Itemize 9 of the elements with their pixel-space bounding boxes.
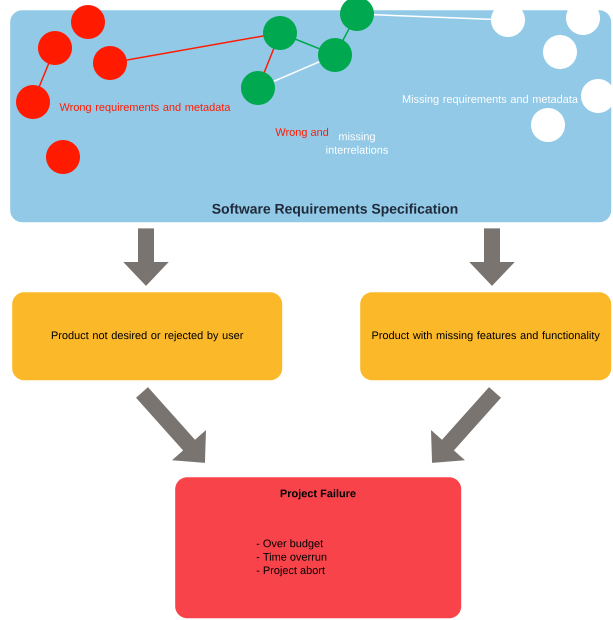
outcome-box: Product with missing features and functionality: [360, 292, 612, 380]
failure-box: Project Failure - Over budget - Time overrun - Project abort: [175, 477, 462, 618]
block-arrow: [431, 387, 501, 463]
annotation-text: Wrong and: [275, 128, 328, 138]
outcome-box: Product not desired or rejected by user: [12, 292, 282, 380]
panel-title: Software Requirements Specification: [212, 204, 458, 216]
annotation-text: Missing requirements and metadata: [402, 94, 578, 106]
block-arrow: [136, 387, 206, 463]
annotation-text: Wrong requirements and metadata: [60, 102, 230, 114]
